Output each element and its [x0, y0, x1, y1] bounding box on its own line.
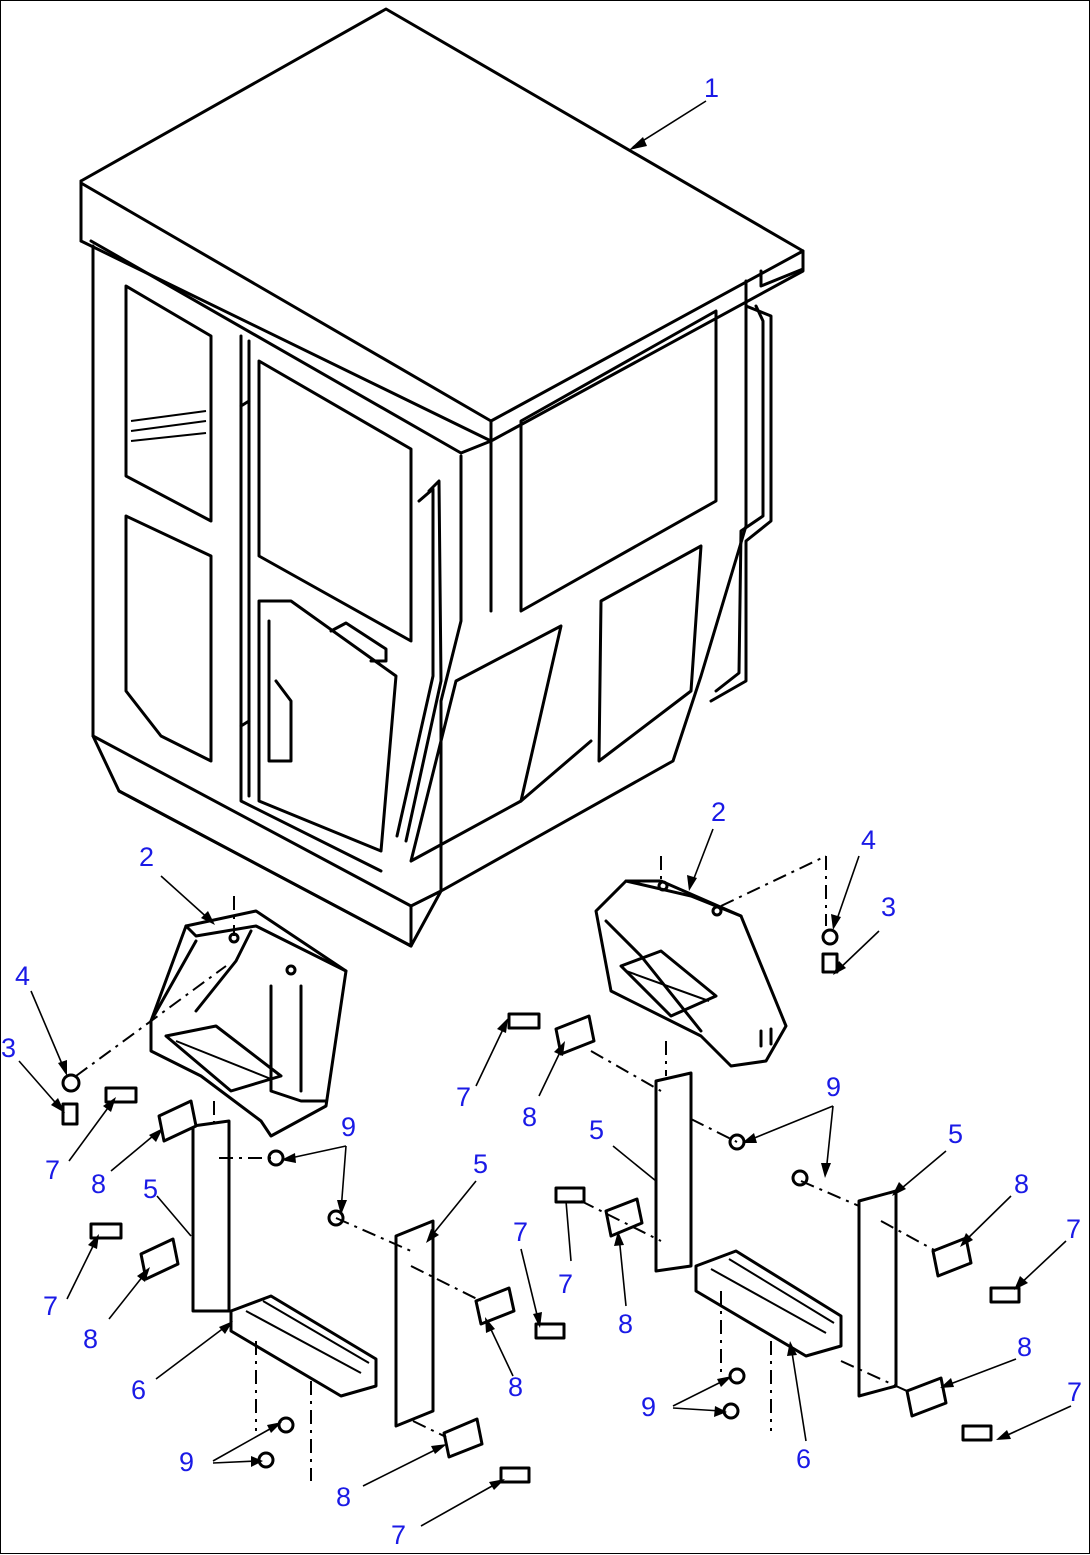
callout-7: 7 — [513, 1217, 528, 1247]
callout-5: 5 — [473, 1149, 488, 1179]
strap-plate-right-1 — [654, 1071, 693, 1273]
handrail-front — [404, 479, 443, 843]
cab-door-lower — [257, 599, 398, 853]
bracket-step-left — [164, 1024, 283, 1093]
callout-7: 7 — [45, 1155, 60, 1185]
hardware — [61, 928, 1021, 1484]
mount-bracket-right — [594, 879, 788, 1068]
callout-9: 9 — [641, 1392, 656, 1422]
callout-9: 9 — [341, 1112, 356, 1142]
callout-8: 8 — [336, 1482, 351, 1512]
callout-8: 8 — [1017, 1332, 1032, 1362]
cab-side-window-lower — [124, 514, 213, 763]
leader-lines — [18, 100, 1072, 1527]
strap-plates — [191, 1071, 898, 1428]
callout-9: 9 — [826, 1072, 841, 1102]
mount-bracket-left — [149, 909, 348, 1138]
callout-7: 7 — [391, 1520, 406, 1550]
cab-front-side-window — [597, 544, 703, 763]
step-right — [694, 1249, 843, 1358]
callout-2: 2 — [711, 797, 726, 827]
callout-9: 9 — [179, 1447, 194, 1477]
callout-8: 8 — [508, 1372, 523, 1402]
callout-labels: 1 2 2 3 3 4 4 5 5 5 5 6 6 7 7 7 7 7 7 7 … — [1, 73, 1082, 1550]
bracket-step-right — [619, 949, 718, 1018]
callout-8: 8 — [618, 1309, 633, 1339]
callout-6: 6 — [796, 1444, 811, 1474]
door-handle — [329, 621, 388, 663]
callout-2: 2 — [139, 842, 154, 872]
callout-3: 3 — [881, 892, 896, 922]
callout-1: 1 — [704, 73, 719, 103]
assembly-lines — [75, 855, 937, 1481]
callout-5: 5 — [948, 1119, 963, 1149]
callout-7: 7 — [43, 1291, 58, 1321]
step-left — [229, 1294, 378, 1398]
handrail-right — [709, 304, 773, 703]
callout-7: 7 — [558, 1269, 573, 1299]
cab-windshield — [519, 309, 718, 613]
callout-6: 6 — [131, 1375, 146, 1405]
cab-door-window — [257, 359, 413, 643]
cab-roof — [79, 7, 805, 443]
strap-plate-right-2 — [857, 1189, 898, 1398]
callout-7: 7 — [456, 1082, 471, 1112]
callout-5: 5 — [143, 1174, 158, 1204]
strap-plate-left-1 — [191, 1119, 231, 1313]
callout-4: 4 — [861, 825, 876, 855]
strap-plate-left-2 — [394, 1219, 435, 1428]
callout-4: 4 — [15, 961, 30, 991]
callout-8: 8 — [1014, 1169, 1029, 1199]
callout-7: 7 — [1066, 1214, 1081, 1244]
callout-8: 8 — [91, 1169, 106, 1199]
callout-5: 5 — [589, 1115, 604, 1145]
callout-8: 8 — [83, 1324, 98, 1354]
callout-8: 8 — [522, 1102, 537, 1132]
cab-assembly — [79, 7, 805, 948]
callout-3: 3 — [1, 1033, 16, 1063]
callout-7: 7 — [1067, 1377, 1082, 1407]
cab-side-window-upper — [124, 284, 213, 523]
